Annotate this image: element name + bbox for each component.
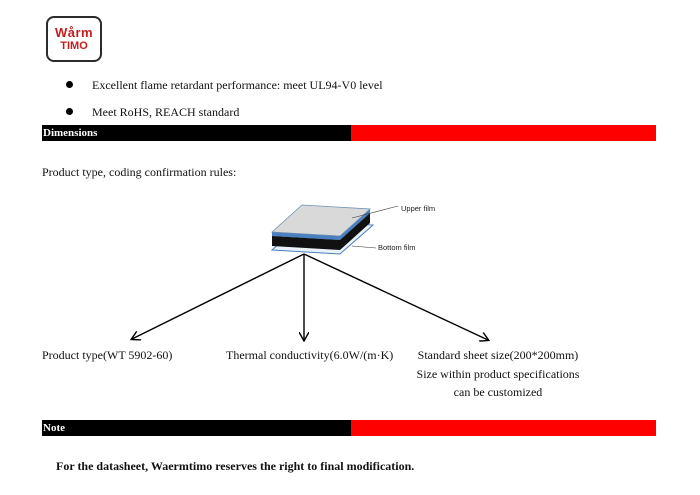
section-title-note: Note <box>43 422 65 434</box>
core-layer-right <box>340 213 370 250</box>
bullet-text: Excellent flame retardant performance: m… <box>92 78 383 92</box>
upper-film-label: Upper film <box>401 204 435 213</box>
coding-rules-intro: Product type, coding confirmation rules: <box>42 165 237 179</box>
arrow-to-product-type <box>132 253 305 339</box>
bar-red-segment <box>351 420 656 436</box>
bar-black-segment <box>42 420 351 436</box>
thermal-conductivity-label: Thermal conductivity(6.0W/(m·K) <box>226 348 394 362</box>
sheet-size-note-line-1: Size within product specifications <box>416 367 580 381</box>
core-layer-side <box>272 236 340 250</box>
bullet-icon <box>66 81 73 88</box>
bottom-film-callout <box>351 245 377 249</box>
note-text: For the datasheet, Waermtimo reserves th… <box>56 459 415 473</box>
bullet-text: Meet RoHS, REACH standard <box>92 105 240 119</box>
bar-black-segment <box>42 125 351 141</box>
arrow-to-sheet-size <box>303 253 488 340</box>
bottom-film-label: Bottom film <box>378 243 416 252</box>
upper-film-right <box>340 209 370 240</box>
upper-film-callout <box>351 205 399 219</box>
logo-line-2: TIMO <box>60 40 88 52</box>
upper-film-side <box>272 232 340 240</box>
dimensions-section-bar: Dimensions <box>42 125 656 141</box>
logo-line-1: Wårm <box>54 25 94 40</box>
sheet-size-label: Standard sheet size(200*200mm) <box>417 348 579 362</box>
bullet-icon <box>66 108 73 115</box>
note-section-bar: Note <box>42 420 656 436</box>
product-type-label: Product type(WT 5902-60) <box>42 348 173 362</box>
bar-red-segment <box>351 125 656 141</box>
section-title-dimensions: Dimensions <box>43 127 98 139</box>
company-logo: Wårm TIMO <box>46 16 102 62</box>
sheet-size-note-line-2: can be customized <box>453 385 543 399</box>
upper-film-top <box>271 204 371 237</box>
